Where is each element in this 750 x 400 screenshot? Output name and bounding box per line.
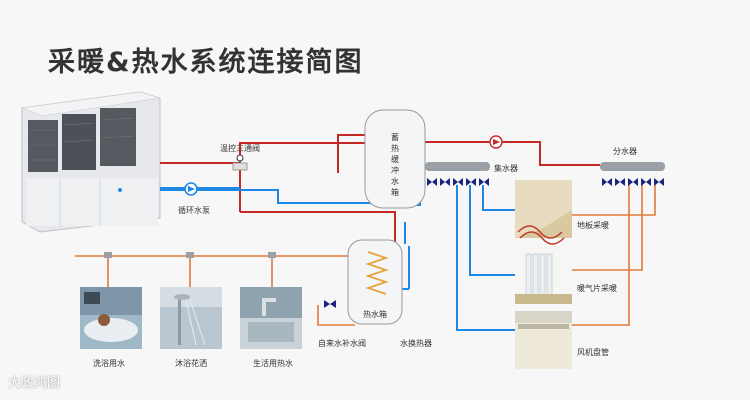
domestic-hot-water-label: 生活用热水 [253,358,293,368]
circulation-pump-label: 循环水泵 [178,205,210,215]
collector-manifold [425,162,490,171]
circulation-pump-icon [184,182,198,196]
buffer-tank [364,109,426,209]
hot-water-tank [347,239,403,325]
three-way-valve-icon [232,154,248,171]
hot-water-tank-label: 热水箱 [363,309,387,319]
floor-heating-label: 地板采暖 [577,220,609,230]
faucet-markers [104,252,276,258]
heat-exchanger-label: 水换热器 [400,338,432,348]
bath-image [80,287,142,349]
distributor-label: 分水器 [613,146,637,156]
collector-label: 集水器 [494,163,518,173]
three-way-valve-label: 温控三通阀 [220,143,260,153]
shower-label: 沐浴花洒 [175,358,207,368]
sink-image [240,287,302,349]
watermark: 大政鸿图 [8,376,61,391]
buffer-tank-label: 蓄热缓冲水箱 [391,132,399,197]
makeup-valve-icon [324,300,336,308]
collector-valves [427,178,489,186]
branch-pipes [75,185,656,326]
distribution-pump-icon [489,135,503,149]
radiator-image [515,246,572,304]
diagram-title: 采暖&热水系统连接简图 [48,47,364,78]
bath-water-label: 洗浴用水 [93,358,125,368]
heat-pump-unit [20,91,161,233]
makeup-valve-label: 自来水补水阀 [318,338,366,348]
floor-heating-image [515,180,572,245]
shower-image [160,287,222,349]
distributor-valves [602,178,664,186]
fan-coil-label: 风机盘管 [577,347,609,357]
fan-coil-image [515,311,572,369]
distributor-manifold [600,162,665,171]
radiator-label: 暖气片采暖 [577,283,617,293]
